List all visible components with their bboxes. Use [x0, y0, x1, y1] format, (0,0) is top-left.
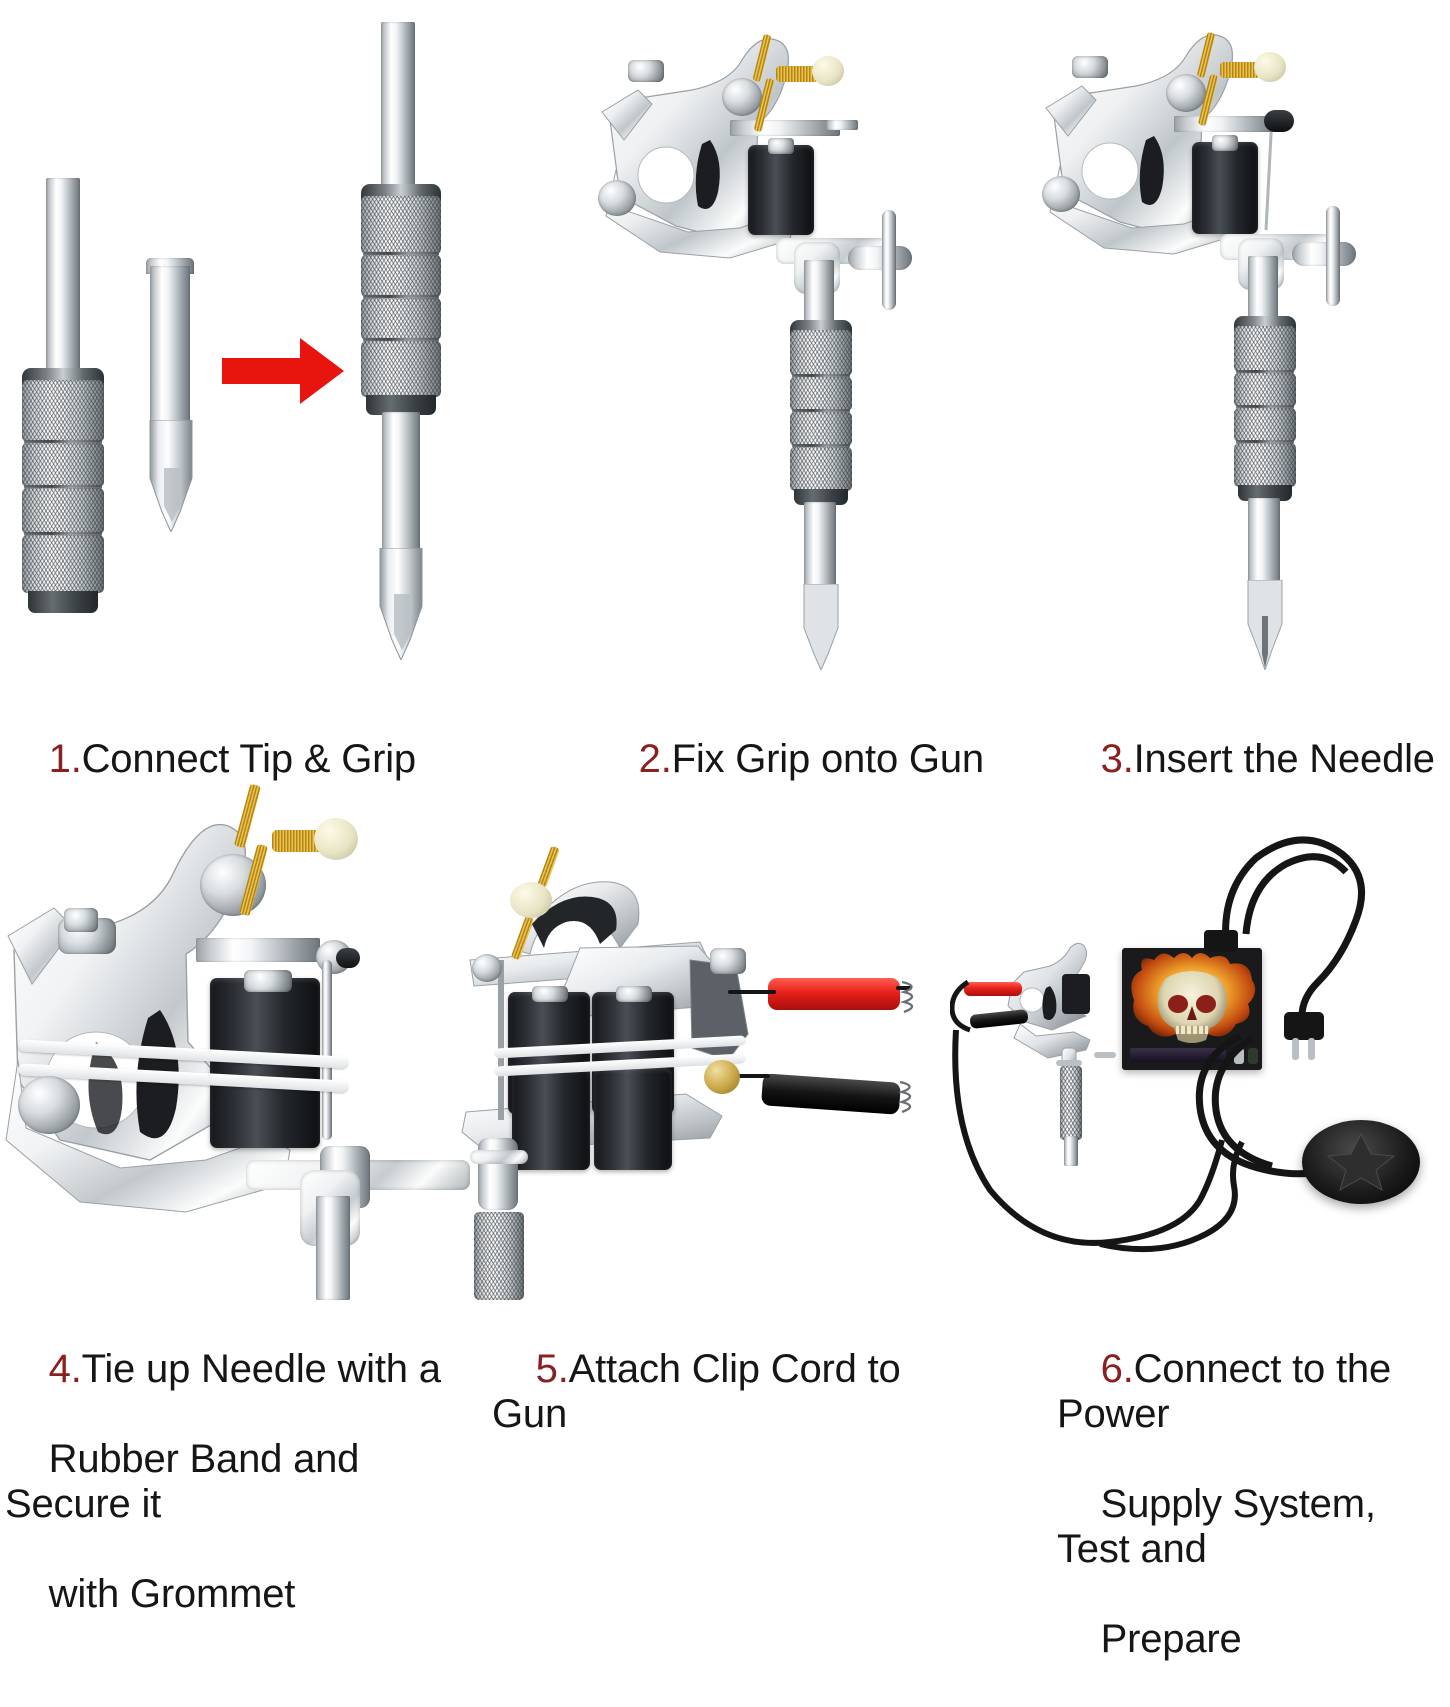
step-5-caption: 5.Attach Clip Cord to Gun [492, 1302, 952, 1482]
step-3-illustration [1020, 20, 1420, 680]
step-4-line-2: Rubber Band and Secure it [5, 1437, 371, 1526]
step-1-caption: 1.Connect Tip & Grip [5, 692, 565, 827]
step-3-number: 3. [1100, 737, 1134, 781]
step-4-illustration [0, 760, 470, 1300]
power-supply-display [1130, 1048, 1226, 1062]
step-1-illustration [0, 0, 490, 680]
step-2-label: Fix Grip onto Gun [671, 737, 984, 781]
step-6-line-2: Supply System, Test and [1057, 1482, 1386, 1571]
power-inlet [1204, 930, 1238, 952]
power-cord-with-plug [1222, 836, 1366, 1060]
step-2-caption: 2.Fix Grip onto Gun [595, 692, 1035, 827]
assembled-tip-point-shape [379, 548, 423, 660]
step-2-number: 2. [638, 737, 672, 781]
red-clip-spring-icon [899, 980, 914, 1014]
coil-machine-frame [601, 38, 795, 259]
step3-needle-tip [1247, 580, 1283, 670]
step-1-number: 1. [48, 737, 82, 781]
tip-point-shape [149, 420, 193, 532]
jack-2[interactable] [1248, 1048, 1258, 1064]
step-5-number: 5. [535, 1347, 569, 1391]
foot-pedal-star-icon [1326, 1132, 1396, 1192]
step-6-line-1: Connect to the Power [1057, 1347, 1402, 1436]
step-6-caption: 6.Connect to the Power Supply System, Te… [1057, 1302, 1450, 1707]
step-4-caption: 4.Tie up Needle with a Rubber Band and S… [5, 1302, 475, 1662]
rubber-nipple [1264, 110, 1294, 132]
tattoo-machine-small [1007, 942, 1116, 1073]
step-3-caption: 3.Insert the Needle [1057, 692, 1450, 827]
clip-cord-loop [950, 979, 971, 1033]
step-5-illustration [460, 820, 940, 1300]
step2-tip-point [803, 584, 839, 670]
step-6-line-3: Prepare [1100, 1617, 1242, 1661]
step-1-label: Connect Tip & Grip [81, 737, 417, 781]
step-4-number: 4. [48, 1347, 82, 1391]
step-4-line-1: Tie up Needle with a [81, 1347, 441, 1391]
foot-pedal[interactable] [1302, 1120, 1420, 1204]
step-4-line-3: with Grommet [48, 1572, 296, 1616]
step-5-label: Attach Clip Cord to Gun [492, 1347, 912, 1436]
step-6-number: 6. [1100, 1347, 1134, 1391]
black-clip-spring-icon [897, 1080, 912, 1114]
clip-cord-cable [952, 1029, 1245, 1253]
instruction-sheet: 1.Connect Tip & Grip 2.Fix Grip onto Gun… [0, 0, 1450, 1661]
red-arrow-icon [222, 338, 344, 404]
step-3-label: Insert the Needle [1133, 737, 1435, 781]
jack-1[interactable] [1234, 1048, 1244, 1064]
binding-post-cap [336, 948, 360, 968]
flaming-skull-graphic [1131, 953, 1256, 1043]
step-2-illustration [580, 20, 980, 680]
step-6-illustration [950, 830, 1440, 1260]
